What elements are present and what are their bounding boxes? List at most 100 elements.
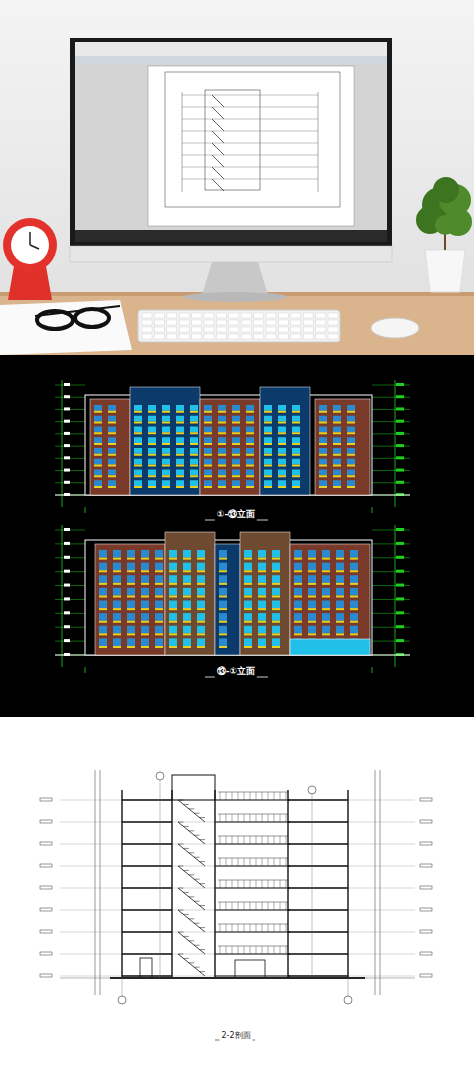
shape [204,411,212,413]
shape [0,355,474,717]
drawing-title: ⑬-①立面 [215,665,257,678]
stroke [182,95,318,96]
stroke [256,836,257,844]
stroke [244,924,245,932]
shape [94,443,102,445]
shape [204,334,214,339]
shape [99,638,107,646]
shape [292,432,300,434]
shape [258,550,266,558]
shape [127,588,135,596]
shape [40,864,52,867]
shape [319,465,327,467]
shape [154,334,164,339]
shape [64,528,70,531]
shape [197,608,205,610]
shape [183,608,191,610]
shape [272,588,280,596]
shape [396,395,404,398]
shape [244,558,252,560]
stroke [62,525,63,667]
shape [155,558,163,560]
stroke [183,870,188,871]
shape [176,422,184,424]
stroke [215,888,290,889]
shape [94,416,102,422]
axis-bubble [308,786,316,794]
stroke [268,902,269,910]
shape [216,313,226,318]
shape [155,646,163,648]
shape [197,575,205,583]
shape [294,613,302,621]
shape [190,411,198,413]
shape [134,432,142,434]
shape [272,583,280,585]
stroke [347,790,348,978]
shape [64,456,70,459]
shape [308,596,316,598]
shape [75,230,387,242]
shape [154,320,164,325]
stroke [60,822,415,823]
shape [197,621,205,623]
shape [322,558,330,560]
stroke [122,909,172,911]
shape [148,416,156,422]
shape [169,621,177,623]
stroke [220,836,221,844]
shape [162,437,170,443]
shape [99,596,107,598]
shape [99,613,107,621]
shape [113,558,121,560]
shape [176,486,184,488]
shape [308,613,316,621]
stroke [274,858,275,866]
shape [134,486,142,488]
shape [319,432,327,434]
shape [232,422,240,424]
shape [141,621,149,623]
axis-bubble [344,996,352,1004]
stroke [194,901,199,902]
shape [350,558,358,560]
shape [183,638,191,646]
shape [130,387,200,495]
stroke [215,976,290,977]
shape [190,486,198,488]
shape [169,588,177,596]
shape [127,583,135,585]
shape [134,454,142,456]
shape [197,596,205,598]
shape [64,556,70,559]
elevation [55,525,410,673]
stroke [372,433,410,434]
stroke [212,179,224,191]
stroke [372,470,410,471]
shape [319,454,327,456]
shape [64,584,70,587]
shape [113,601,121,609]
stroke [194,813,199,814]
stroke [220,946,221,954]
shape [219,596,227,598]
shape [316,313,326,318]
shape [108,459,116,465]
shape [254,313,264,318]
stroke [375,770,376,995]
axis-bubble [156,772,164,780]
stroke [288,843,348,845]
stroke [189,962,194,963]
shape [167,334,177,339]
shape [350,608,358,610]
shape [350,583,358,585]
stroke [372,458,410,459]
stroke [244,902,245,910]
shape [294,558,302,560]
shape [176,459,184,465]
shape [204,480,212,486]
shape [169,608,177,610]
stroke [268,858,269,866]
shape [396,625,404,628]
shape [333,443,341,445]
